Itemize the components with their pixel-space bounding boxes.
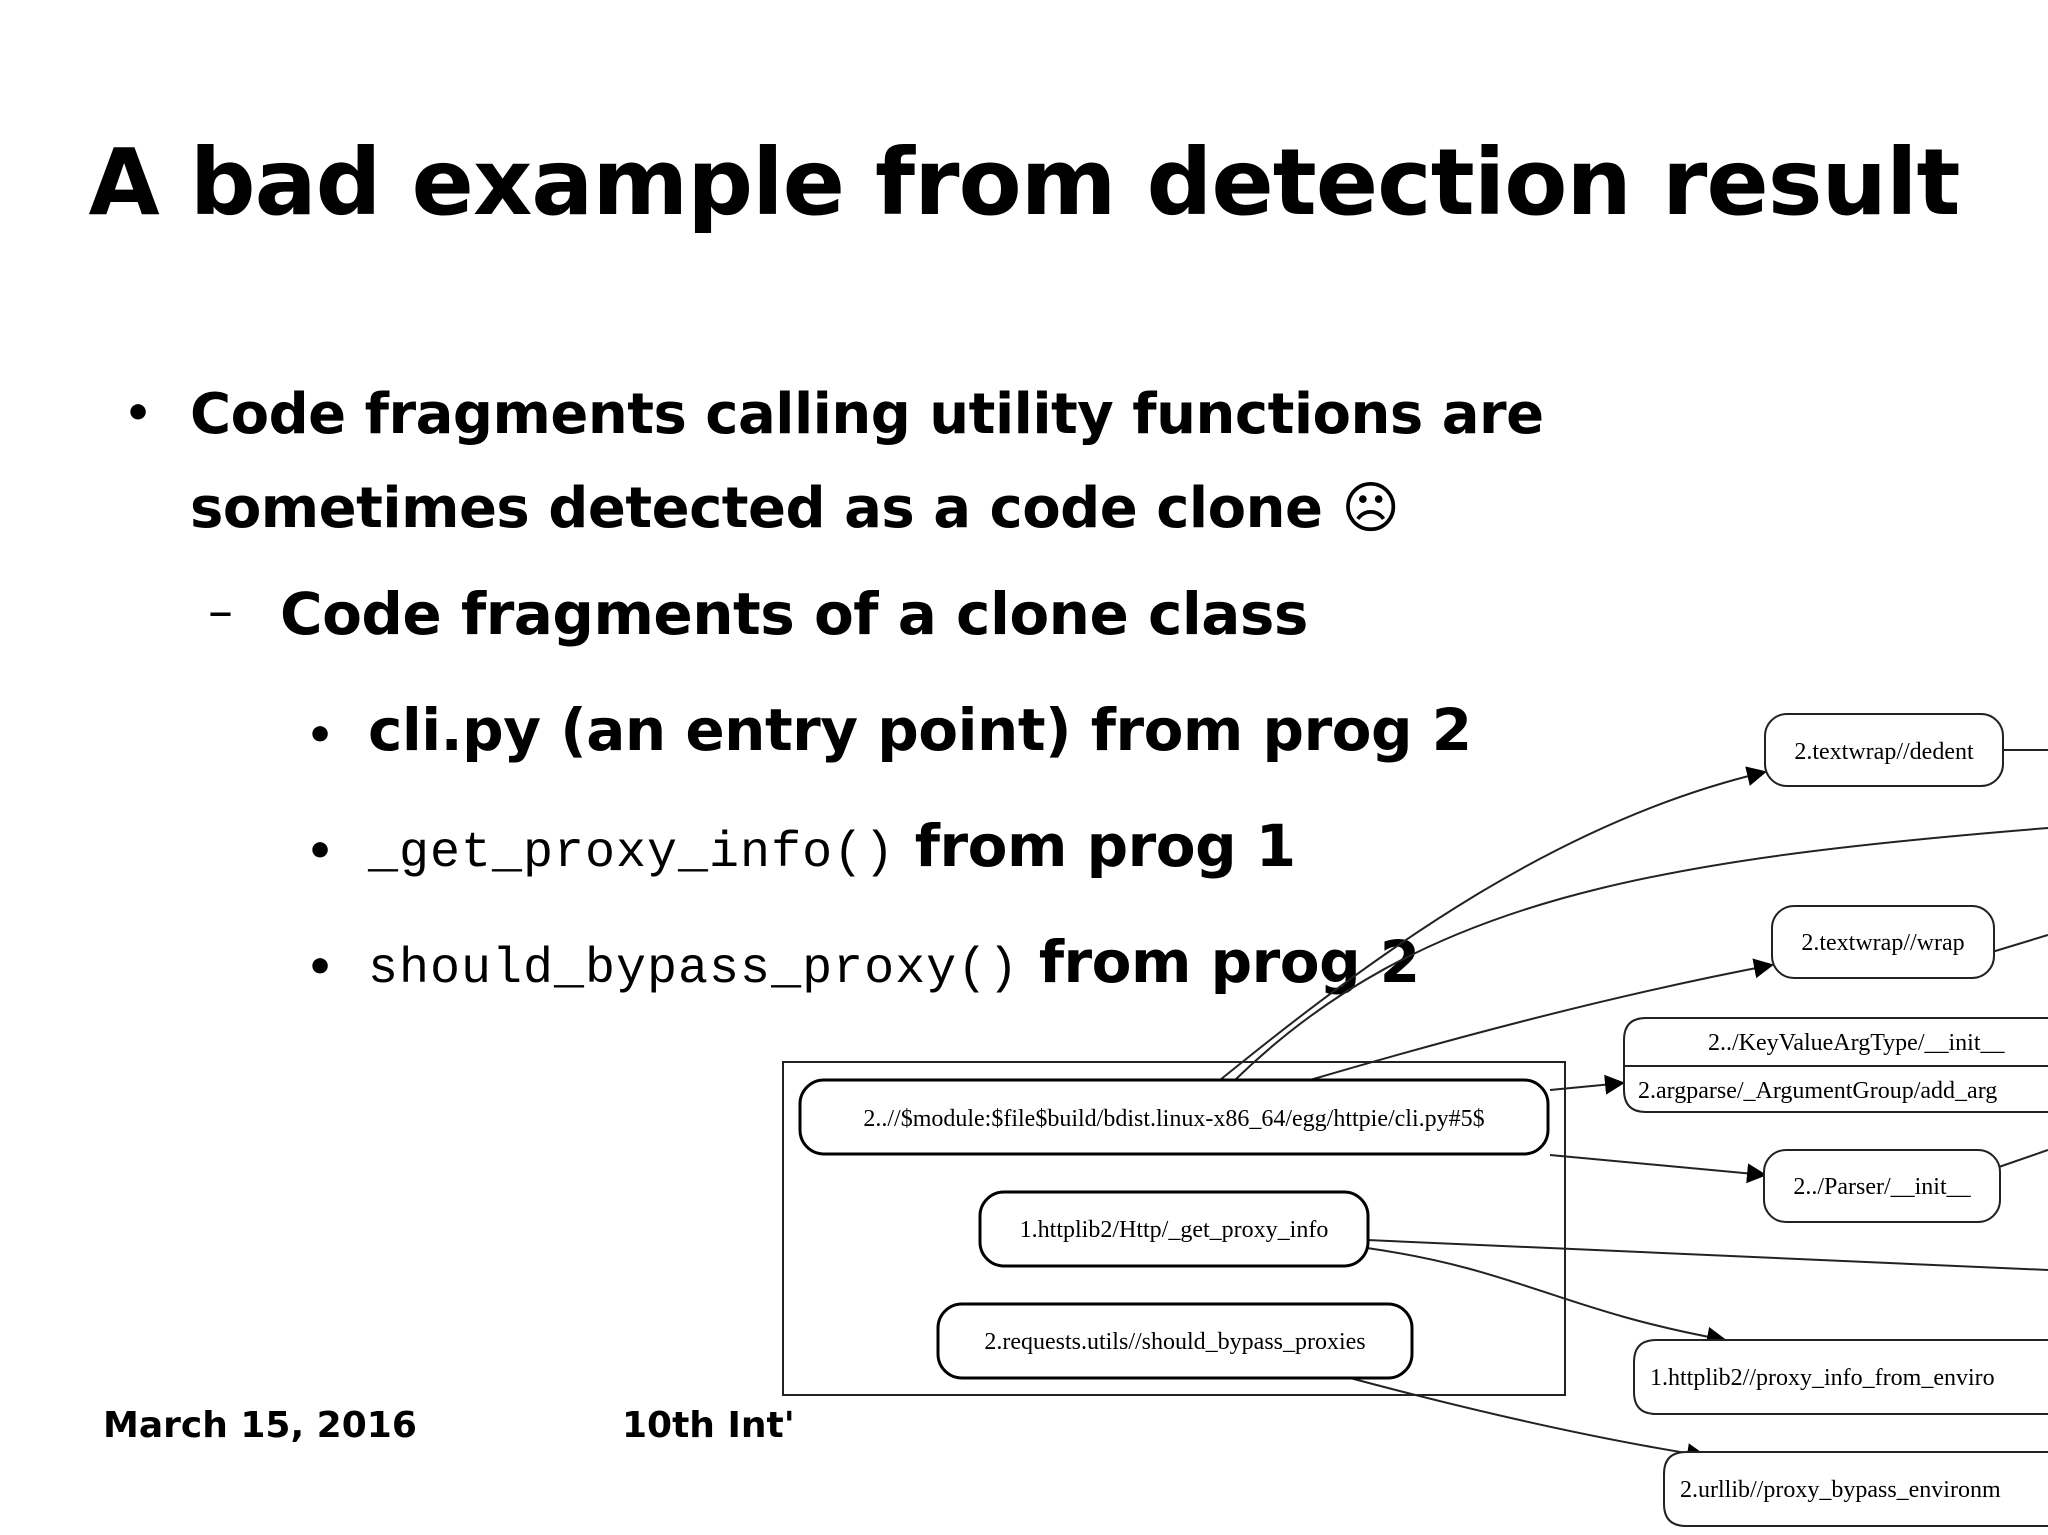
node-label: 2.urllib//proxy_bypass_environm — [1680, 1477, 2001, 1503]
bullet-text: from prog 1 — [914, 812, 1296, 880]
bullet-dot: • — [306, 826, 335, 877]
footer-conference: 10th Int' — [622, 1405, 795, 1446]
node-label: 2../KeyValueArgType/__init__ — [1708, 1030, 2005, 1056]
code-fragment: should_bypass_proxy() — [368, 941, 1020, 998]
callee-node-parser-init: 2../Parser/__init__ — [1763, 1149, 2001, 1223]
bullet-level1: Code fragments calling utility functions… — [190, 382, 1544, 541]
node-label: 2.argparse/_ArgumentGroup/add_arg — [1638, 1078, 1997, 1104]
node-label: 2.textwrap//dedent — [1794, 739, 1974, 765]
footer-date: March 15, 2016 — [103, 1405, 417, 1446]
callee-node-dedent: 2.textwrap//dedent — [1764, 713, 2004, 787]
node-label: 2.requests.utils//should_bypass_proxies — [984, 1329, 1365, 1355]
node-label: 2..//$module:$file$build/bdist.linux-x86… — [863, 1106, 1484, 1132]
callee-node-proxy-info: 1.httplib2//proxy_info_from_enviro — [1633, 1339, 2048, 1415]
bullet-text: cli.py (an entry point) from prog 2 — [368, 696, 1472, 764]
clone-node: 2.requests.utils//should_bypass_proxies — [936, 1302, 1414, 1380]
clone-class-box — [782, 1061, 1566, 1396]
bullet-dot: • — [306, 710, 335, 761]
slide-title: A bad example from detection result — [88, 129, 1961, 236]
node-label: 2../Parser/__init__ — [1793, 1174, 1971, 1200]
node-label: 2.textwrap//wrap — [1801, 930, 1964, 956]
node-label: 1.httplib2/Http/_get_proxy_info — [1020, 1217, 1329, 1243]
bullet-dot: • — [124, 388, 153, 439]
graph-edges — [1219, 749, 2048, 1464]
clone-node: 2..//$module:$file$build/bdist.linux-x86… — [798, 1078, 1550, 1156]
callee-node-wrap: 2.textwrap//wrap — [1771, 905, 1995, 979]
code-fragment: _get_proxy_info() — [368, 825, 896, 882]
callee-node-record: 2../KeyValueArgType/__init__ 2.argparse/… — [1623, 1017, 2048, 1113]
bullet-dot: • — [306, 942, 335, 993]
bullet-level2: Code fragments of a clone class — [280, 580, 1308, 648]
bullet-level3-item: should_bypass_proxy() from prog 2 — [368, 928, 1420, 998]
bullet-level3-item: _get_proxy_info() from prog 1 — [368, 812, 1296, 882]
callee-node-proxy-bypass: 2.urllib//proxy_bypass_environm — [1663, 1451, 2048, 1527]
bullet-level3-item: cli.py (an entry point) from prog 2 — [368, 696, 1472, 764]
clone-node: 1.httplib2/Http/_get_proxy_info — [978, 1190, 1370, 1268]
dash-marker: – — [208, 582, 233, 640]
node-label: 1.httplib2//proxy_info_from_enviro — [1650, 1365, 1995, 1391]
